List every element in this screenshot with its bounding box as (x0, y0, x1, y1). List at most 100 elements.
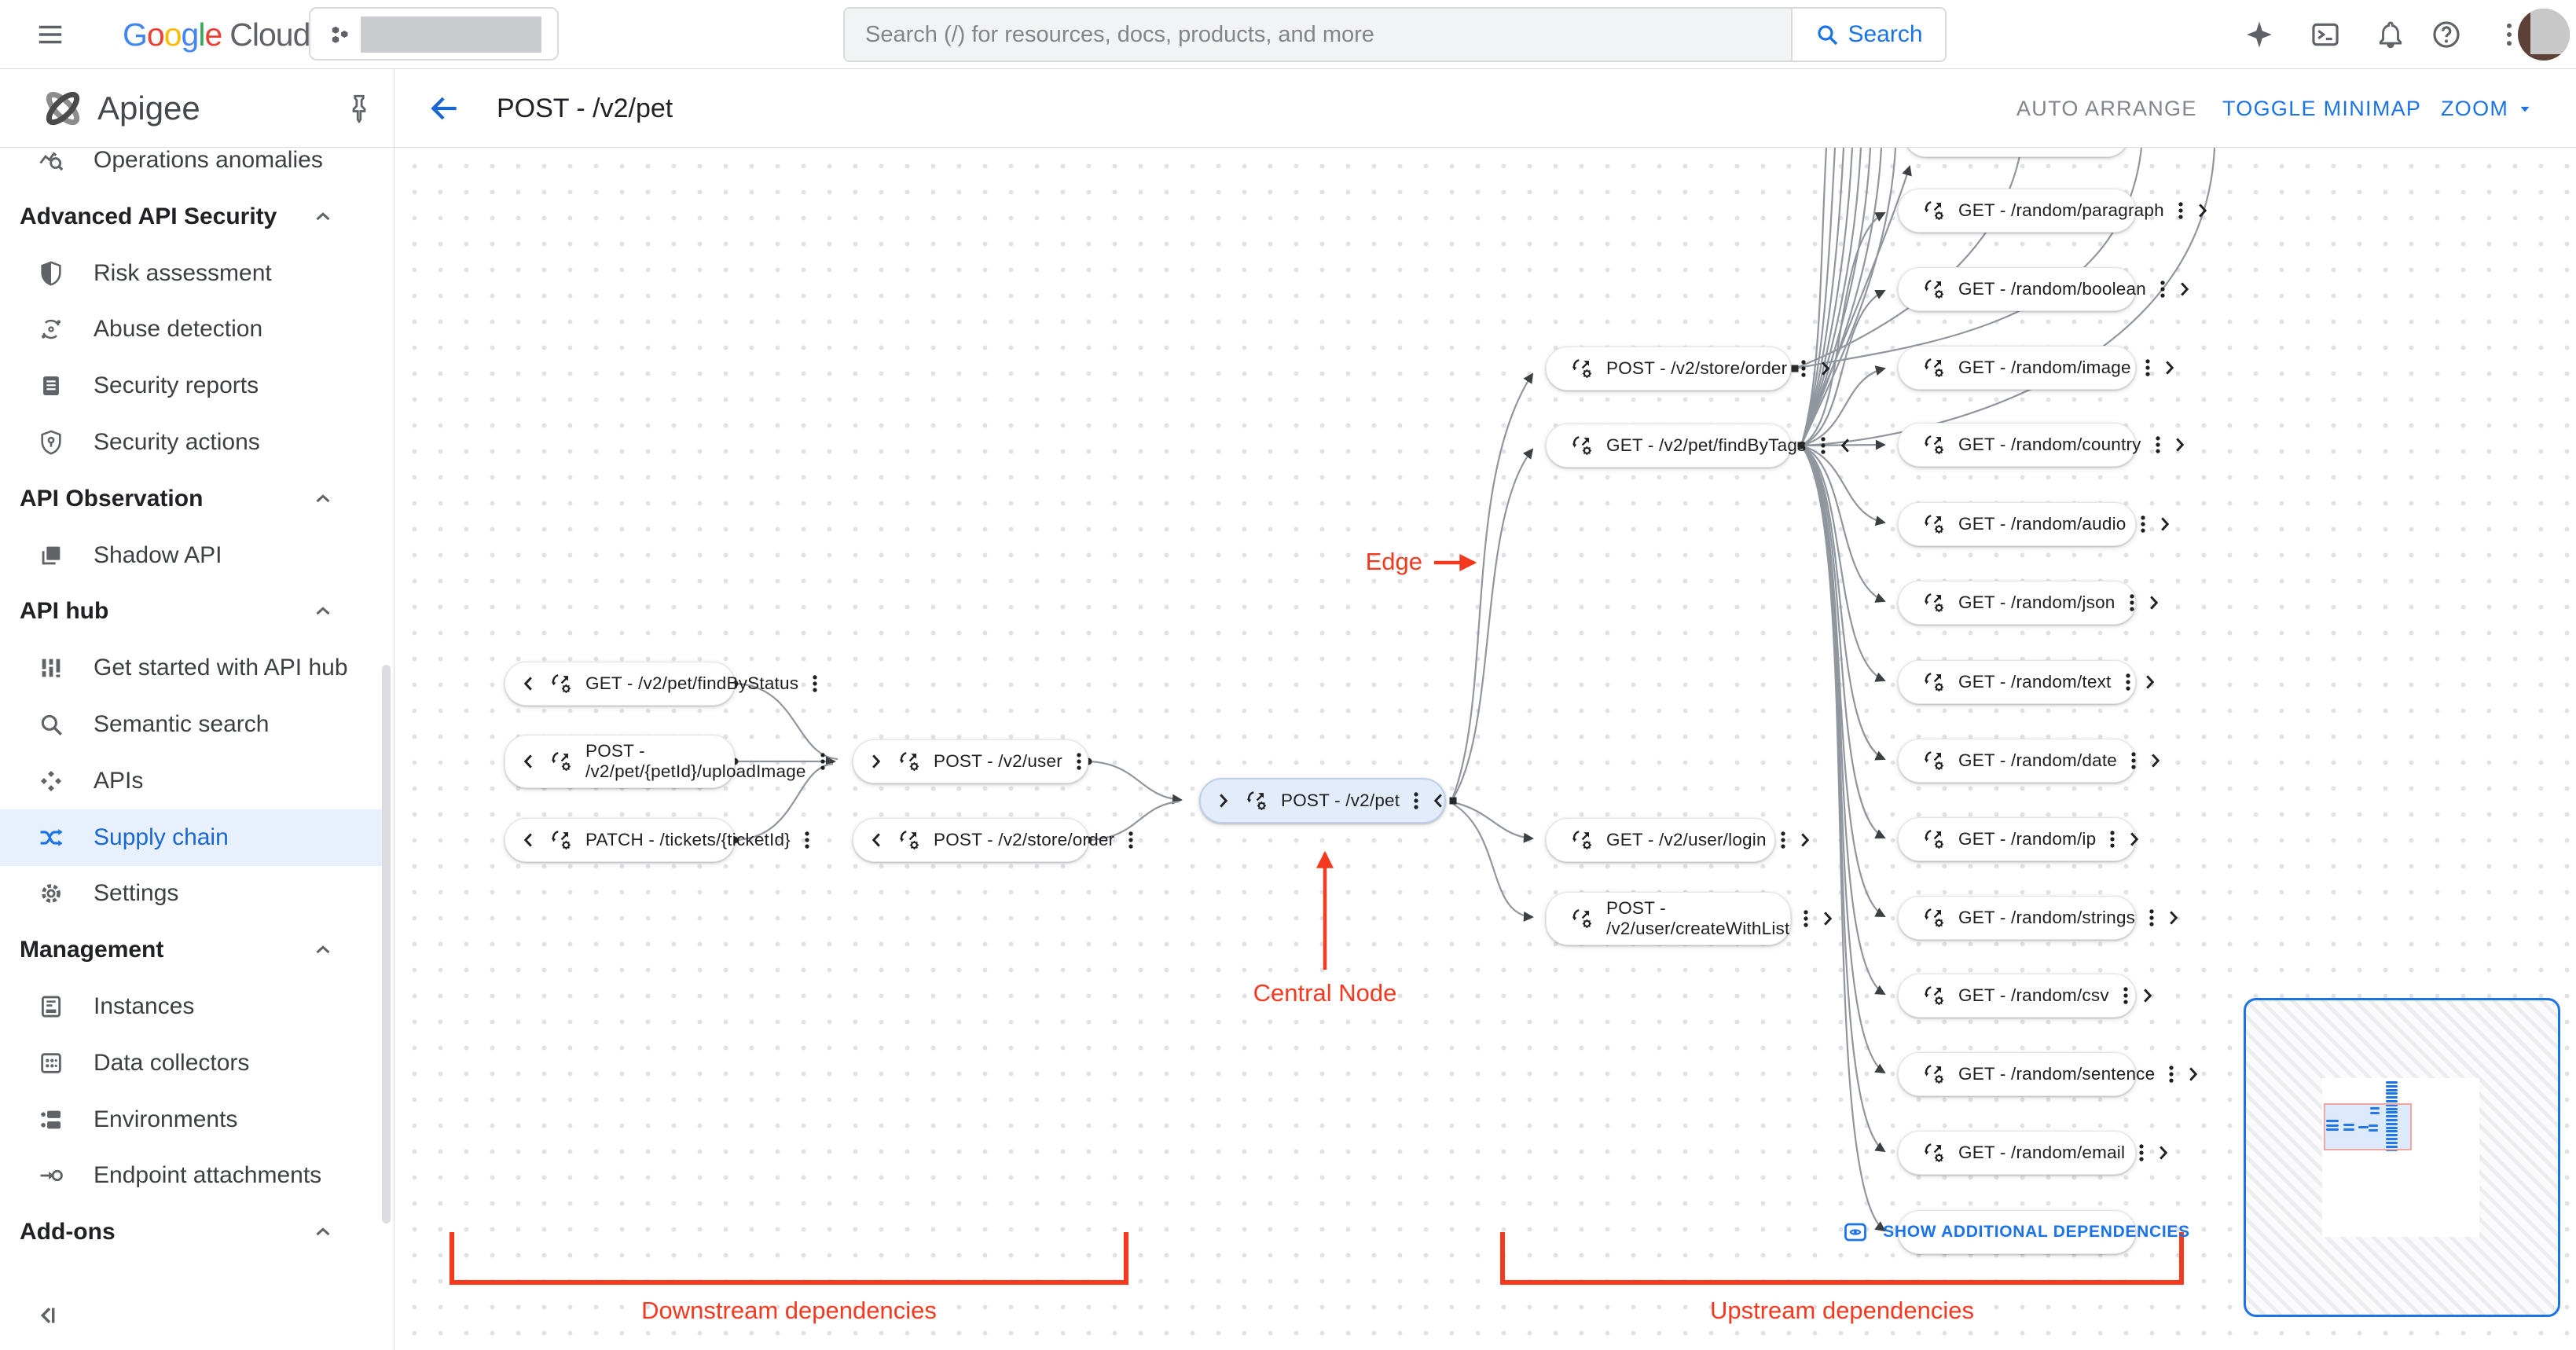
chevron-up-icon[interactable] (311, 938, 335, 962)
node-menu-icon[interactable] (2160, 1062, 2178, 1086)
chevron-right-icon[interactable] (2144, 592, 2164, 613)
chevron-left-icon[interactable] (1428, 791, 1448, 811)
more-options-icon[interactable] (2494, 20, 2524, 50)
graph-node-randomCsv[interactable]: GET - /random/csv (1898, 974, 2152, 1018)
sidebar-item-security-actions[interactable]: Security actions (0, 414, 382, 471)
chevron-right-icon[interactable] (2183, 1064, 2204, 1084)
node-menu-icon[interactable] (1404, 789, 1423, 813)
chevron-right-icon[interactable] (2153, 1143, 2174, 1163)
toggle-minimap-button[interactable]: TOGGLE MINIMAP (2222, 96, 2422, 120)
graph-node-postStoreOrderUp[interactable]: POST - /v2/store/order (1546, 347, 1830, 391)
chevron-right-icon[interactable] (2145, 750, 2166, 771)
chevron-left-icon[interactable] (518, 830, 538, 850)
node-menu-icon[interactable] (1794, 907, 1813, 930)
node-menu-icon[interactable] (2146, 433, 2165, 457)
chevron-right-icon[interactable] (866, 751, 886, 772)
node-menu-icon[interactable] (1811, 434, 1830, 457)
node-menu-icon[interactable] (803, 672, 822, 695)
graph-node-showAdditional[interactable]: SHOW ADDITIONAL DEPENDENCIES (1844, 1210, 2189, 1254)
chevron-up-icon[interactable] (311, 1220, 335, 1244)
graph-node-randomSentence[interactable]: GET - /random/sentence (1898, 1052, 2198, 1096)
google-cloud-logo[interactable]: Google Cloud (123, 0, 310, 69)
sidebar-item-apis[interactable]: APIs (0, 753, 382, 809)
graph-node-randomImage[interactable]: GET - /random/image (1898, 346, 2174, 390)
pin-icon[interactable] (343, 92, 376, 125)
graph-node-userLogin[interactable]: GET - /v2/user/login (1546, 818, 1809, 862)
graph-node-central[interactable]: POST - /v2/pet (1199, 778, 1446, 824)
graph-node-randomStrings[interactable]: GET - /random/strings (1898, 896, 2178, 940)
sidebar-section-advanced-api-security[interactable]: Advanced API Security (0, 189, 382, 245)
graph-node-postUser[interactable]: POST - /v2/user (853, 739, 1088, 783)
sidebar-item-semantic-search[interactable]: Semantic search (0, 696, 382, 753)
chevron-left-icon[interactable] (518, 673, 538, 694)
node-menu-icon[interactable] (2116, 670, 2135, 694)
zoom-dropdown[interactable]: ZOOM (2441, 69, 2535, 148)
notifications-bell-icon[interactable] (2376, 20, 2405, 50)
sidebar-item-data-collectors[interactable]: Data collectors (0, 1035, 382, 1091)
node-menu-icon[interactable] (2130, 1141, 2149, 1165)
sidebar-item-security-reports[interactable]: Security reports (0, 358, 382, 414)
graph-node-randomParagraph[interactable]: GET - /random/paragraph (1898, 189, 2207, 233)
project-selector[interactable] (309, 7, 559, 61)
gemini-sparkle-icon[interactable] (2244, 20, 2274, 50)
account-avatar[interactable] (2518, 9, 2570, 61)
node-menu-icon[interactable] (1067, 750, 1086, 773)
auto-arrange-button[interactable]: AUTO ARRANGE (2016, 96, 2197, 120)
chevron-left-icon[interactable] (866, 830, 886, 850)
graph-node-postStoreOrderMid[interactable]: POST - /v2/store/order (853, 818, 1133, 862)
chevron-right-icon[interactable] (1818, 908, 1838, 929)
chevron-left-icon[interactable] (518, 751, 538, 772)
sidebar-item-instances[interactable]: Instances (0, 978, 382, 1035)
main-menu-icon[interactable] (35, 20, 66, 50)
search-input[interactable] (845, 9, 1791, 61)
chevron-right-icon[interactable] (2155, 514, 2175, 534)
back-arrow-icon[interactable] (427, 91, 462, 126)
graph-node-cutoffTop[interactable] (1904, 148, 2129, 157)
node-menu-icon[interactable] (2136, 356, 2155, 380)
chevron-up-icon[interactable] (311, 205, 335, 229)
graph-node-findByStatus[interactable]: GET - /v2/pet/findByStatus (505, 662, 817, 706)
graph-node-uploadImage[interactable]: POST -/v2/pet/{petId}/uploadImage (505, 735, 825, 788)
node-menu-icon[interactable] (795, 828, 814, 852)
graph-node-randomEmail[interactable]: GET - /random/email (1898, 1131, 2168, 1175)
graph-node-findByTags[interactable]: GET - /v2/pet/findByTags (1546, 424, 1849, 468)
chevron-right-icon[interactable] (1815, 358, 1836, 379)
help-icon[interactable] (2431, 20, 2461, 50)
node-menu-icon[interactable] (2131, 512, 2150, 536)
node-menu-icon[interactable] (2114, 984, 2133, 1007)
graph-node-createWithList[interactable]: POST -/v2/user/createWithList (1546, 892, 1833, 945)
chevron-right-icon[interactable] (2160, 358, 2180, 378)
node-menu-icon[interactable] (1119, 828, 1138, 852)
sidebar-section-api-observation[interactable]: API Observation (0, 471, 382, 527)
sidebar-item-abuse-detection[interactable]: Abuse detection (0, 301, 382, 358)
collapse-sidebar-icon[interactable] (31, 1300, 61, 1330)
chevron-right-icon[interactable] (1213, 791, 1234, 811)
sidebar-item-supply-chain[interactable]: Supply chain (0, 809, 382, 866)
chevron-left-icon[interactable] (1835, 435, 1855, 456)
chevron-up-icon[interactable] (311, 600, 335, 623)
chevron-right-icon[interactable] (2124, 829, 2145, 849)
sidebar-section-management[interactable]: Management (0, 922, 382, 978)
sidebar-item-settings[interactable]: Settings (0, 865, 382, 922)
node-menu-icon[interactable] (811, 750, 830, 773)
sidebar-item-risk-assessment[interactable]: Risk assessment (0, 245, 382, 302)
node-menu-icon[interactable] (1792, 357, 1811, 380)
chevron-right-icon[interactable] (2174, 279, 2195, 299)
sidebar-section-add-ons[interactable]: Add-ons (0, 1204, 382, 1260)
node-menu-icon[interactable] (2140, 906, 2159, 930)
sidebar-item-endpoint-attachments[interactable]: Endpoint attachments (0, 1147, 382, 1204)
sidebar-scrollbar[interactable] (382, 665, 391, 1223)
node-menu-icon[interactable] (2169, 199, 2188, 222)
chevron-right-icon[interactable] (2137, 985, 2158, 1006)
sidebar-section-api-hub[interactable]: API hub (0, 583, 382, 640)
chevron-right-icon[interactable] (2163, 908, 2184, 928)
node-menu-icon[interactable] (2122, 749, 2141, 772)
graph-node-randomBoolean[interactable]: GET - /random/boolean (1898, 267, 2189, 311)
sidebar-item-shadow-api[interactable]: Shadow API (0, 527, 382, 584)
graph-minimap[interactable] (2244, 998, 2560, 1317)
graph-node-randomJson[interactable]: GET - /random/json (1898, 581, 2158, 625)
graph-node-randomCountry[interactable]: GET - /random/country (1898, 423, 2184, 467)
chevron-right-icon[interactable] (1795, 830, 1815, 850)
sidebar-item-operations-anomalies[interactable]: Operations anomalies (0, 148, 382, 189)
